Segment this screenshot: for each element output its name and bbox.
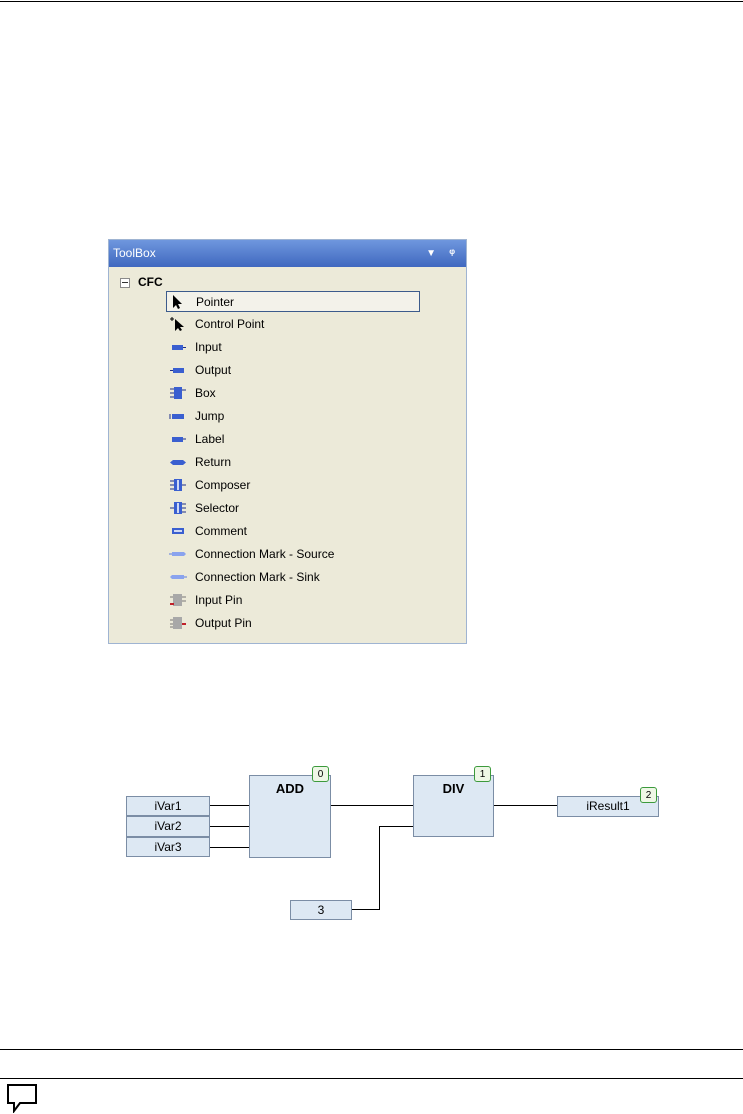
toolbox-item-return[interactable]: Return [166,452,420,473]
return-icon [170,460,186,465]
jump-icon [169,414,184,419]
category-cfc[interactable]: CFC [120,275,163,289]
bottom-rule-2 [0,1078,743,1079]
selector-icon [170,502,186,514]
collapse-icon[interactable] [120,277,130,288]
toolbox-item-output[interactable]: Output [166,360,420,381]
toolbox-item-input[interactable]: Input [166,337,420,358]
toolbox-item-label[interactable]: Label [166,429,420,450]
pointer-icon [173,295,182,309]
toolbox-item-label: Selector [195,501,240,515]
toolbox-item-connection-mark-source[interactable]: Connection Mark - Source [166,544,420,565]
input-ivar3[interactable]: iVar3 [126,837,210,857]
toolbox-item-composer[interactable]: Composer [166,475,420,496]
bottom-rule-1 [0,1049,743,1050]
input-ivar1[interactable]: iVar1 [126,796,210,816]
toolbox-item-label: Return [195,455,232,469]
div-order-badge: 1 [474,766,491,782]
output-iresult1[interactable]: iResult1 [557,796,659,817]
label-icon [172,437,186,442]
toolbox-item-label: Jump [195,409,225,423]
wire-div-result [494,805,557,806]
toolbox-item-output-pin[interactable]: Output Pin [166,613,420,634]
comment-icon [172,528,184,534]
wire-ivar1-add [210,805,249,806]
cfc-diagram: iVar1 iVar2 iVar3 ADD 0 DIV 1 iResult1 2… [0,740,743,960]
wire-ivar2-add [210,826,249,827]
toolbox-item-jump[interactable]: Jump [166,406,420,427]
toolbox-title: ToolBox [113,246,156,260]
toolbox-item-control-point[interactable]: Control Point [166,314,420,335]
toolbox-item-label: Connection Mark - Sink [195,570,320,584]
box-icon [170,387,186,399]
toolbox-title-bar: ToolBox ▼ ᵠ [109,240,466,267]
add-block-label: ADD [275,781,305,796]
connection-mark-source-icon [169,552,186,556]
input-ivar2[interactable]: iVar2 [126,816,210,837]
toolbox-item-label: Output [195,363,232,377]
connection-mark-sink-icon [170,575,187,579]
toolbox-item-box[interactable]: Box [166,383,420,404]
wire-ivar3-add [210,847,249,848]
composer-icon [170,479,186,491]
add-block[interactable]: ADD [249,775,331,858]
top-rule [0,1,743,2]
toolbox-item-label: Connection Mark - Source [195,547,335,561]
toolbox-item-selector[interactable]: Selector [166,498,420,519]
toolbox-item-input-pin[interactable]: Input Pin [166,590,420,611]
input-icon [172,345,186,350]
toolbox-item-label: Control Point [195,317,265,331]
constant-input[interactable]: 3 [290,900,352,920]
control-point-icon [170,317,184,331]
wire-const-h1 [352,909,379,910]
output-pin-icon [170,617,186,629]
dropdown-icon[interactable]: ▼ [426,248,436,259]
wire-const-h2 [379,826,413,827]
div-block[interactable]: DIV [413,775,494,837]
pin-icon[interactable]: ᵠ [449,246,455,260]
toolbox-item-comment[interactable]: Comment [166,521,420,542]
toolbox-item-connection-mark-sink[interactable]: Connection Mark - Sink [166,567,420,588]
toolbox-item-label: Output Pin [195,616,252,630]
toolbox-item-pointer[interactable]: Pointer [166,291,420,312]
toolbox-item-label: Pointer [196,295,235,309]
note-icon [7,1084,37,1113]
toolbox-item-label: Input [195,340,222,354]
div-block-label: DIV [442,781,465,796]
toolbox-item-label: Composer [195,478,251,492]
toolbox-item-label: Input Pin [195,593,243,607]
toolbox-item-label: Box [195,386,216,400]
toolbox-item-label: Label [195,432,225,446]
add-order-badge: 0 [312,766,329,782]
output-icon [170,368,184,373]
toolbox-item-label: Comment [195,524,248,538]
wire-const-v [379,826,380,910]
toolbox-panel: ToolBox ▼ ᵠ CFC Pointer Control Point In… [108,239,467,644]
input-pin-icon [170,594,186,606]
result-order-badge: 2 [640,787,657,803]
category-label: CFC [138,275,163,289]
wire-add-div [331,805,413,806]
